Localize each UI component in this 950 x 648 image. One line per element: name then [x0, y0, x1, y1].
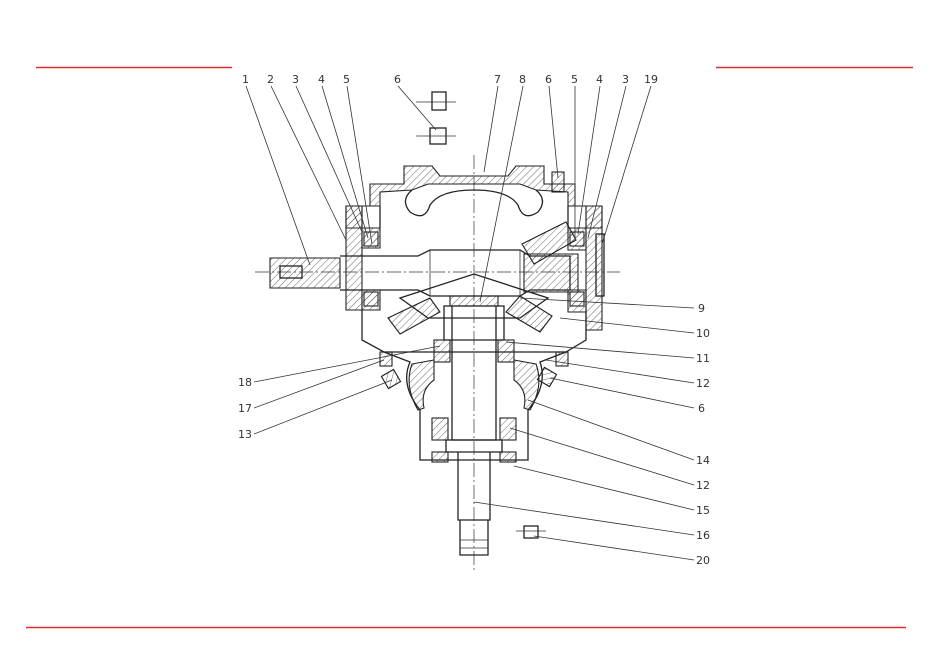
plug-detail-bottom: [516, 526, 546, 538]
label-9: 9: [698, 302, 705, 315]
gearbox-drawing: [270, 92, 604, 555]
label-4b: 4: [596, 73, 603, 86]
label-6c: 6: [698, 402, 705, 415]
label-15: 15: [696, 504, 710, 517]
plug-detail-top: [416, 92, 456, 144]
top-labels: 1 2 3 4 5 6 7 8 6 5 4 3 19: [242, 73, 658, 86]
label-1: 1: [242, 73, 249, 86]
label-2: 2: [267, 73, 274, 86]
left-labels: 18 17 13: [238, 376, 252, 441]
label-13: 13: [238, 428, 252, 441]
label-5b: 5: [571, 73, 578, 86]
label-20: 20: [696, 554, 710, 567]
label-6: 6: [394, 73, 401, 86]
label-8: 8: [519, 73, 526, 86]
right-labels: 9 10 11 12 6 14 12 15 16 20: [696, 302, 710, 567]
label-14: 14: [696, 454, 710, 467]
label-12b: 12: [696, 479, 710, 492]
label-11: 11: [696, 352, 710, 365]
label-16: 16: [696, 529, 710, 542]
label-4: 4: [318, 73, 325, 86]
label-18: 18: [238, 376, 252, 389]
label-3: 3: [292, 73, 299, 86]
leader-lines: [246, 86, 694, 560]
label-12: 12: [696, 377, 710, 390]
label-10: 10: [696, 327, 710, 340]
label-6b: 6: [545, 73, 552, 86]
label-17: 17: [238, 402, 252, 415]
label-7: 7: [494, 73, 501, 86]
label-19: 19: [644, 73, 658, 86]
label-3b: 3: [622, 73, 629, 86]
label-5: 5: [343, 73, 350, 86]
